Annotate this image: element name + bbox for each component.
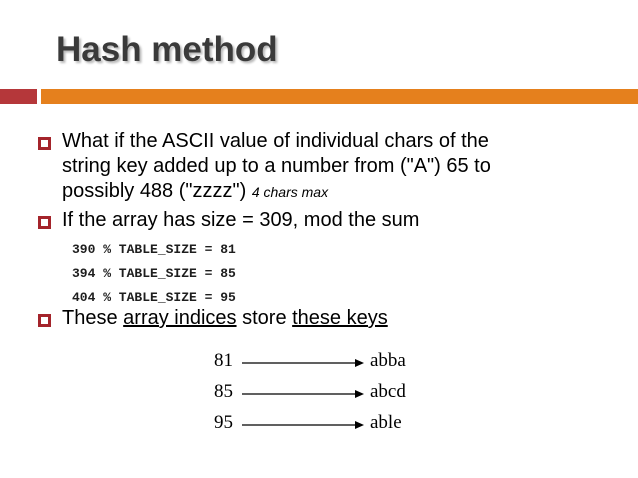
mapping-arrow-icon: [242, 390, 364, 398]
bullet-1-line-2: string key added up to a number from ("A…: [62, 155, 491, 177]
mapping-index-3: 95: [214, 412, 233, 433]
bullet-1-line-1: What if the ASCII value of individual ch…: [62, 130, 489, 152]
mapping-key-1: abba: [370, 350, 406, 371]
bullet-square-icon: [38, 216, 51, 229]
code-line-1: 390 % TABLE_SIZE = 81: [72, 242, 236, 257]
bullet-3-mid: store: [236, 307, 293, 329]
title-bar-right: [41, 89, 638, 104]
bullet-3-array-indices: array indices: [123, 307, 237, 329]
bullet-3-text: These array indices store these keys: [62, 306, 388, 331]
mapping-index-2: 85: [214, 381, 233, 402]
mapping-key-2: abcd: [370, 381, 406, 402]
bullet-square-icon: [38, 314, 51, 327]
bullet-1-line-3-text: possibly 488 ("zzzz"): [62, 180, 247, 202]
mapping-key-3: able: [370, 412, 402, 433]
title-bar-left: [0, 89, 37, 104]
bullet-square-icon: [38, 137, 51, 150]
bullet-1-line-3: possibly 488 ("zzzz") 4 chars max: [62, 179, 328, 205]
mapping-arrow-icon: [242, 359, 364, 367]
bullet-2-text: If the array has size = 309, mod the sum: [62, 209, 420, 231]
mapping-index-1: 81: [214, 350, 233, 371]
mapping-arrow-icon: [242, 421, 364, 429]
bullet-3-these-keys: these keys: [292, 307, 388, 329]
code-line-3: 404 % TABLE_SIZE = 95: [72, 290, 236, 305]
slide-title: Hash method: [56, 30, 278, 69]
bullet-3-pre: These: [62, 307, 124, 329]
code-line-2: 394 % TABLE_SIZE = 85: [72, 266, 236, 281]
bullet-1-note: 4 chars max: [251, 184, 329, 200]
